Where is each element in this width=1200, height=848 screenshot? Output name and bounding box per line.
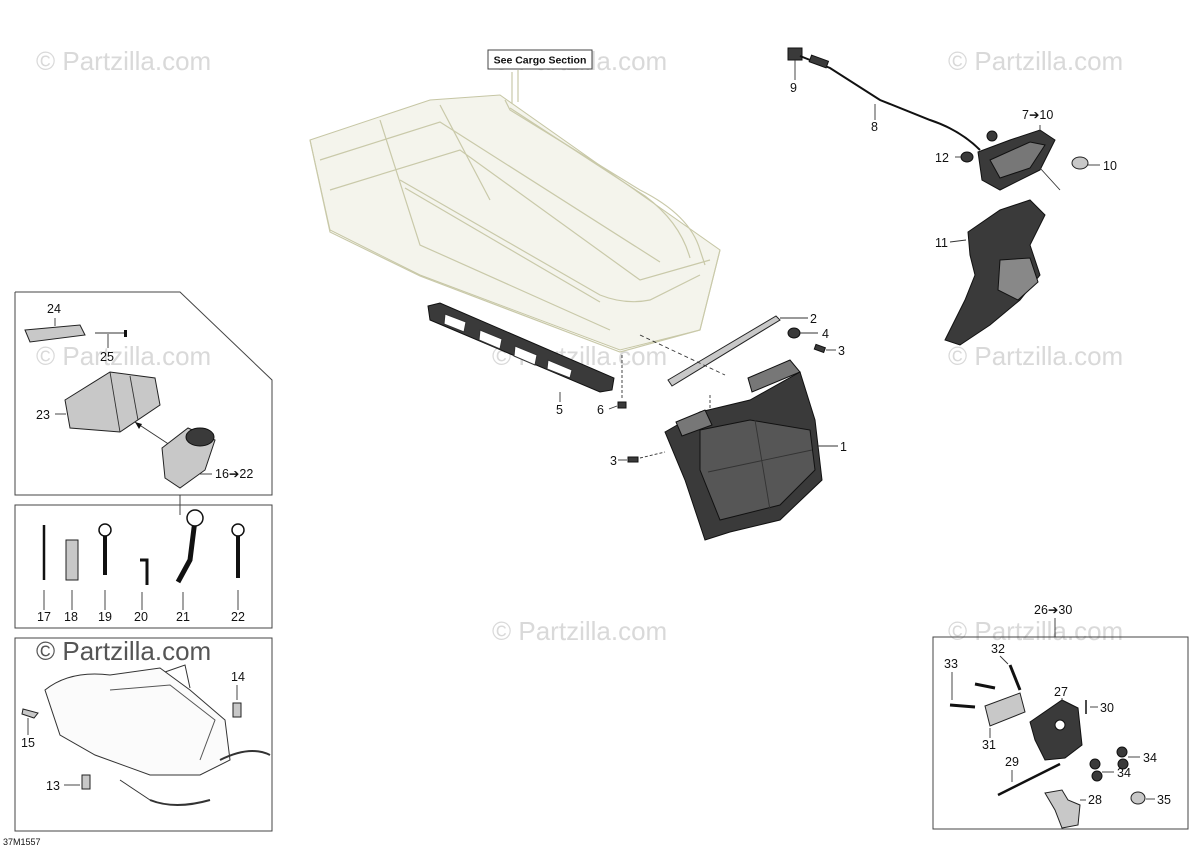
label-4: 4 [822,327,829,341]
part-12-grommet [955,130,998,163]
watermark: © Partzilla.com [36,636,211,666]
part-16-tool-roll [161,427,216,489]
part-2-strip [639,315,808,387]
label-18: 18 [64,610,78,624]
watermark: © Partzilla.com [36,341,211,371]
label-33: 33 [944,657,958,671]
label-22: 22 [231,610,245,624]
part-10-bulb [1071,156,1100,170]
label-30: 30 [1100,701,1114,715]
tools-box [14,504,273,629]
label-14: 14 [231,670,245,684]
part-27-hitch-bracket [1029,698,1083,761]
label-20: 20 [134,610,148,624]
label-1: 1 [840,440,847,454]
label-27: 27 [1054,685,1068,699]
part-28-hook [1044,789,1086,829]
label-34: 34 [1143,751,1157,765]
label-31: 31 [982,738,996,752]
part-labels: 1 2 3 3 4 5 6 7➔10 8 9 10 11 12 13 14 15… [21,81,1171,807]
part-20-hex-key [140,558,149,610]
label-29: 29 [1005,755,1019,769]
part-7-taillight [977,125,1061,191]
label-24: 24 [47,302,61,316]
label-21: 21 [176,610,190,624]
label-25: 25 [100,350,114,364]
part-31-plate [984,692,1026,738]
part-8-harness [799,54,981,151]
watermark: © Partzilla.com [948,341,1123,371]
label-3-lower: 3 [610,454,617,468]
part-21-spanner [175,509,204,610]
part-35-cap [1130,791,1155,805]
watermark: © Partzilla.com [948,616,1123,646]
label-9: 9 [790,81,797,95]
part-30-pin [1085,700,1098,714]
label-10: 10 [1103,159,1117,173]
part-14-decal [232,702,242,718]
label-6: 6 [597,403,604,417]
snowmobile-outline [44,664,271,806]
part-24-bracket [24,324,86,343]
label-16-22: 16➔22 [215,467,253,481]
part-18-socket [65,539,79,610]
part-29-rod [997,762,1061,797]
watermarks: © Partzilla.com © Partzilla.com © Partzi… [36,46,1123,666]
label-2: 2 [810,312,817,326]
label-5: 5 [556,403,563,417]
part-5-trim-strip [427,302,615,402]
part-3-screw [813,343,836,354]
watermark: © Partzilla.com [492,616,667,646]
label-13: 13 [46,779,60,793]
see-cargo-callout: See Cargo Section [487,49,593,70]
toolkit-box [14,291,273,515]
part-3-screw-lower [618,451,666,463]
snowmobile-box [14,637,273,832]
callout-text: See Cargo Section [494,55,587,67]
label-3: 3 [838,344,845,358]
label-23: 23 [36,408,50,422]
part-4-washer [787,327,818,339]
label-17: 17 [37,610,51,624]
part-23-bag [55,371,161,433]
label-19: 19 [98,610,112,624]
part-13-decal [81,774,91,790]
part-22-wrench [231,523,245,610]
part-19-wrench [98,523,112,610]
watermark: © Partzilla.com [36,46,211,76]
label-7-10: 7➔10 [1022,108,1053,122]
part-9-connector [787,47,803,80]
label-26-30: 26➔30 [1034,603,1072,617]
label-15: 15 [21,736,35,750]
label-11: 11 [935,236,948,250]
label-12: 12 [935,151,949,165]
label-34-lower: 34 [1117,766,1131,780]
part-15-decal [21,708,39,719]
label-8: 8 [871,120,878,134]
part-34-nuts [1089,746,1140,782]
label-28: 28 [1088,793,1102,807]
part-1-flap [664,359,838,541]
drawing-code: 37M1557 [3,837,41,847]
cargo-rack-ghost [309,70,721,353]
part-11-housing [944,199,1046,346]
label-32: 32 [991,642,1005,656]
part-6-rivet [608,355,627,410]
watermark: © Partzilla.com [948,46,1123,76]
part-32-bolt [999,655,1022,691]
label-35: 35 [1157,793,1171,807]
hitch-box [932,618,1189,830]
part-33-bolts [949,672,996,709]
